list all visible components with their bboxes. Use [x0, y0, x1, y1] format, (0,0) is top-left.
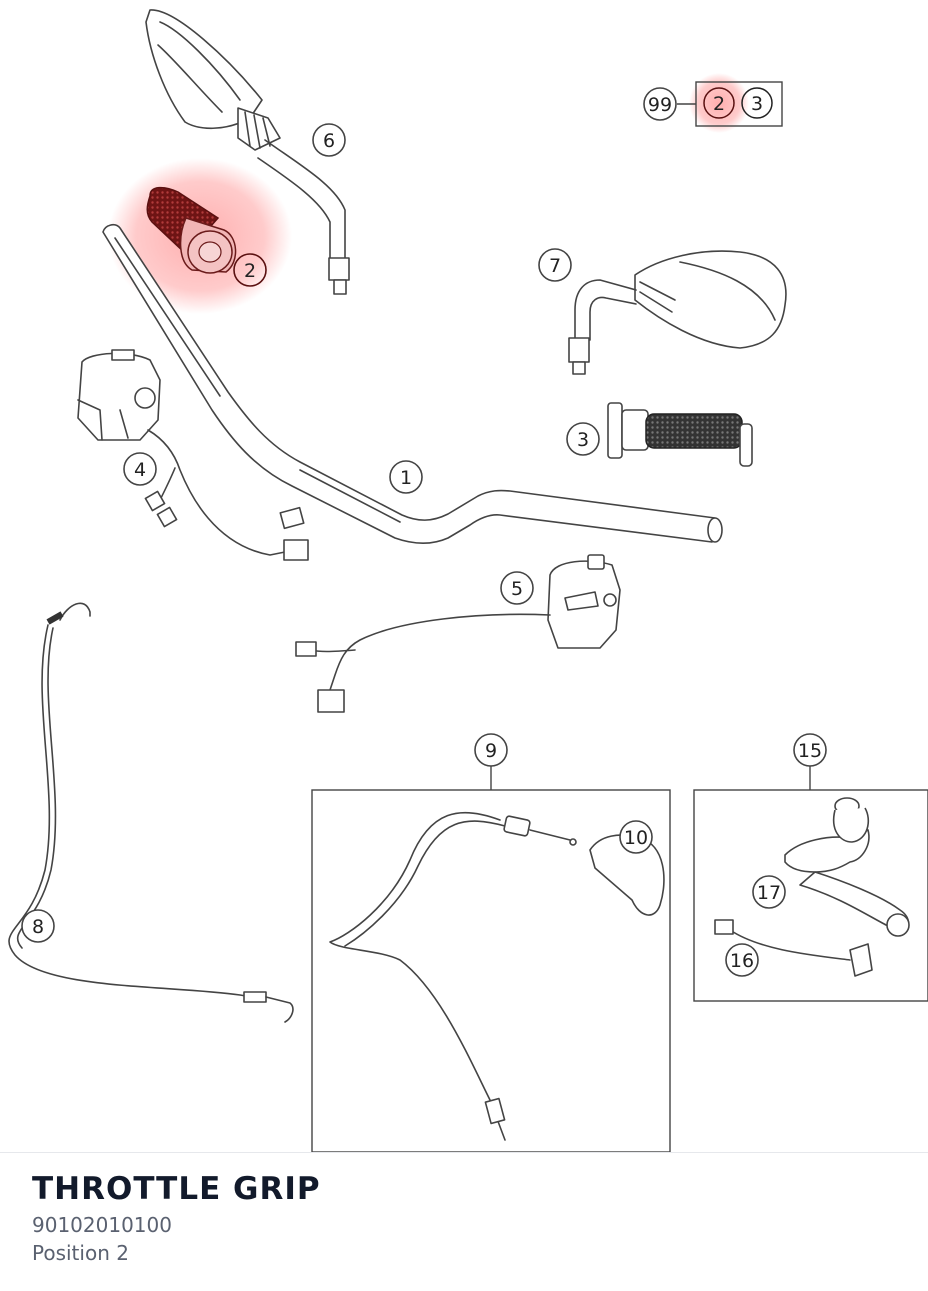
part-position: Position 2 [32, 1241, 129, 1265]
handlebar-part [102, 223, 723, 545]
callout-17[interactable]: 17 [757, 882, 781, 904]
callout-10[interactable]: 10 [624, 827, 648, 849]
callout-8[interactable]: 8 [32, 916, 44, 938]
callout-5[interactable]: 5 [511, 578, 523, 600]
part-title: THROTTLE GRIP [32, 1171, 321, 1207]
part-number: 90102010100 [32, 1213, 172, 1237]
callout-3[interactable]: 3 [577, 429, 589, 451]
grip-left-part [607, 402, 753, 467]
callout-15[interactable]: 15 [798, 740, 822, 762]
throttle-grip-part [146, 186, 237, 274]
callout-6[interactable]: 6 [323, 130, 335, 152]
exploded-parts-diagram: 6 2 1 4 7 [8, 9, 928, 1152]
callout-99[interactable]: 99 [648, 94, 672, 116]
callout-2[interactable]: 2 [244, 260, 256, 282]
callout-1[interactable]: 1 [400, 467, 412, 489]
lever-group [693, 766, 928, 1002]
mirror-right-part [568, 250, 787, 375]
callout-16[interactable]: 16 [730, 950, 754, 972]
callout-7[interactable]: 7 [549, 255, 561, 277]
part-info-panel: THROTTLE GRIP 90102010100 Position 2 [0, 1152, 928, 1291]
callout-2-circle [233, 253, 267, 287]
switch-right-part [295, 554, 621, 713]
callout-4[interactable]: 4 [134, 459, 146, 481]
highlight-glow-ref [689, 73, 749, 133]
throttle-cable-group [311, 766, 671, 1152]
switch-left-part [77, 349, 309, 561]
callout-99-item-2[interactable]: 2 [713, 93, 725, 115]
callout-99-item-3[interactable]: 3 [751, 93, 763, 115]
cable-8-part [8, 602, 294, 1023]
kit-reference [643, 81, 783, 127]
mirror-left-part [145, 9, 350, 295]
callout-9[interactable]: 9 [485, 740, 497, 762]
